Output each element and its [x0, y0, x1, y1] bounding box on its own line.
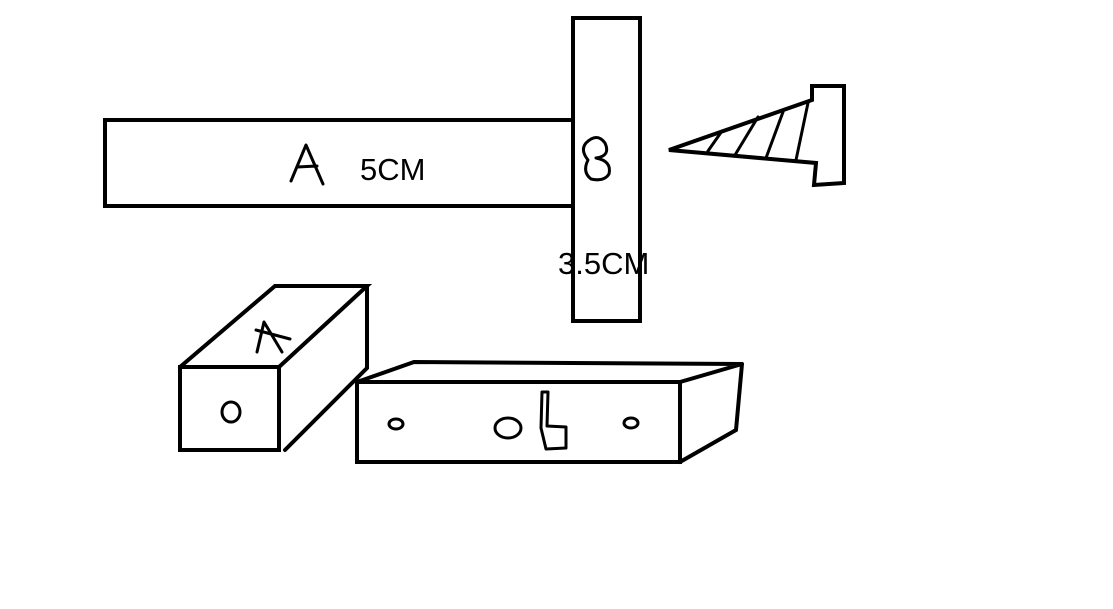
part-b-block-front-face — [355, 380, 682, 464]
part-a-length-label: 5CM — [360, 152, 425, 187]
screw-thread-2 — [733, 115, 760, 157]
part-a-block-letter-mark — [254, 320, 292, 354]
part-a-block-top-face — [178, 284, 373, 369]
part-a-block-front-face — [178, 365, 281, 452]
screw-thread-3 — [764, 110, 785, 160]
part-a-block-side-face — [283, 284, 369, 452]
screw-outline — [668, 84, 846, 188]
part-b-isometric — [355, 359, 744, 464]
part-b-block-small-hole-right — [622, 416, 640, 430]
part-b-block-small-hole-left — [387, 417, 405, 431]
part-a-letter-mark — [289, 143, 325, 186]
part-b-block-large-hole — [493, 416, 523, 440]
part-b-letter-mark — [581, 136, 611, 182]
part-a-isometric — [178, 284, 373, 452]
part-b-bar — [571, 16, 642, 323]
part-b-block-letter-mark — [539, 390, 568, 451]
screw-sketch — [668, 84, 846, 188]
screw-thread-4 — [794, 101, 810, 162]
part-b-block-top-face — [355, 359, 743, 384]
part-b-length-label: 3.5CM — [558, 246, 649, 281]
part-b-block-side-face — [678, 362, 744, 464]
part-a-block-hole — [220, 400, 242, 424]
screw-thread-1 — [706, 129, 724, 153]
part-b-top-view: 3.5CM — [558, 16, 649, 323]
